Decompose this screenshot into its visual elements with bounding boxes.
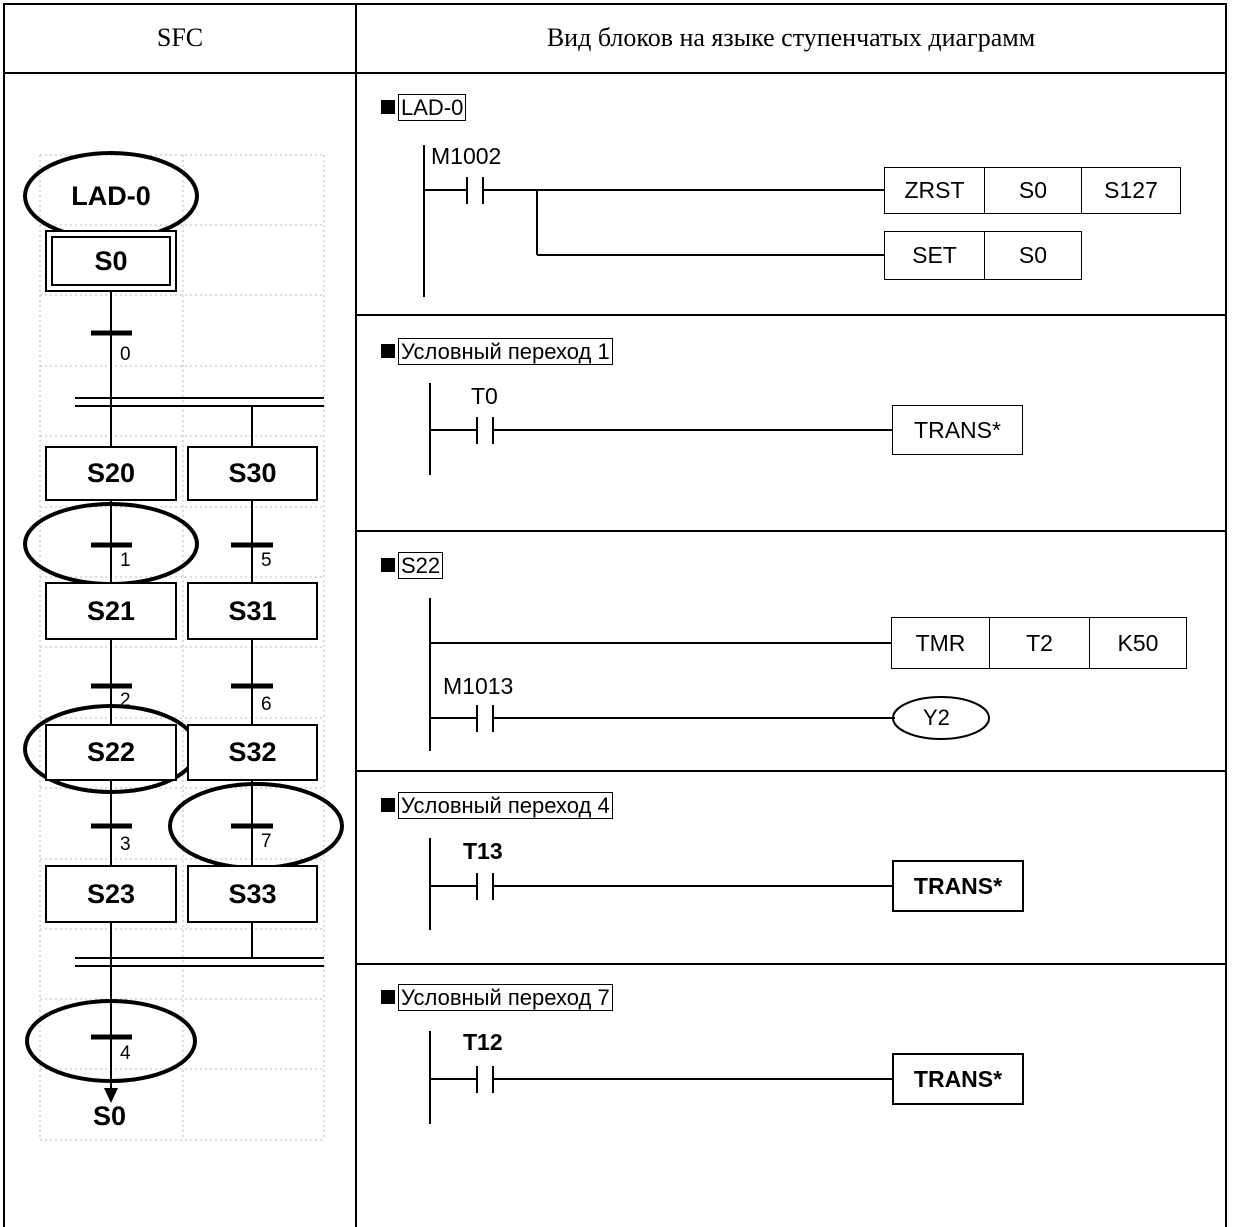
step-s31: S31 xyxy=(187,582,318,640)
jump-target: S0 xyxy=(93,1101,127,1131)
step-s22: S22 xyxy=(45,724,177,781)
section-title: Условный переход 1 xyxy=(381,338,613,365)
lad-label: LAD-0 xyxy=(71,180,151,211)
step-s23: S23 xyxy=(45,865,177,923)
header-sfc: SFC xyxy=(156,23,204,52)
step-s20: S20 xyxy=(45,446,177,501)
instruction-cell: ZRST xyxy=(884,167,985,214)
transition-number: 1 xyxy=(120,550,131,571)
trans-output: TRANS* xyxy=(892,1053,1024,1105)
bullet-icon xyxy=(381,798,395,812)
instruction-cell: S0 xyxy=(984,167,1082,214)
contact-label: T13 xyxy=(463,838,503,864)
section-title: S22 xyxy=(381,552,444,579)
transition-number: 3 xyxy=(120,834,131,855)
instruction-cell: TMR xyxy=(891,617,990,669)
contact-label: T12 xyxy=(463,1029,503,1055)
step-s32: S32 xyxy=(187,724,318,781)
transition-number: 5 xyxy=(261,550,272,571)
step-s21: S21 xyxy=(45,582,177,640)
instruction-cell: S127 xyxy=(1081,167,1181,214)
trans-output: TRANS* xyxy=(892,405,1023,455)
section-title: Условный переход 4 xyxy=(381,792,613,819)
initial-step: S0 xyxy=(51,236,171,286)
bullet-icon xyxy=(381,344,395,358)
section-title: LAD-0 xyxy=(381,94,467,121)
instruction-cell: K50 xyxy=(1089,617,1187,669)
step-s30: S30 xyxy=(187,446,318,501)
step-s33: S33 xyxy=(187,865,318,923)
section-title: Условный переход 7 xyxy=(381,984,613,1011)
instruction-cell: SET xyxy=(884,231,985,280)
bullet-icon xyxy=(381,558,395,572)
bullet-icon xyxy=(381,100,395,114)
bullet-icon xyxy=(381,990,395,1004)
transition-number: 4 xyxy=(120,1043,131,1064)
instruction-cell: T2 xyxy=(989,617,1090,669)
transition-number: 7 xyxy=(261,831,272,852)
transition-number: 0 xyxy=(120,344,131,365)
contact-label: M1013 xyxy=(443,673,514,699)
trans-output: TRANS* xyxy=(892,860,1024,912)
transition-number: 2 xyxy=(120,690,131,711)
header-ladder: Вид блоков на языке ступенчатых диаграмм xyxy=(546,23,1036,52)
instruction-cell: S0 xyxy=(984,231,1082,280)
transition-number: 6 xyxy=(261,694,272,715)
contact-label: T0 xyxy=(471,383,498,409)
contact-label: M1002 xyxy=(431,143,502,169)
sfc-grid xyxy=(23,151,344,1141)
coil-label: Y2 xyxy=(923,705,950,730)
